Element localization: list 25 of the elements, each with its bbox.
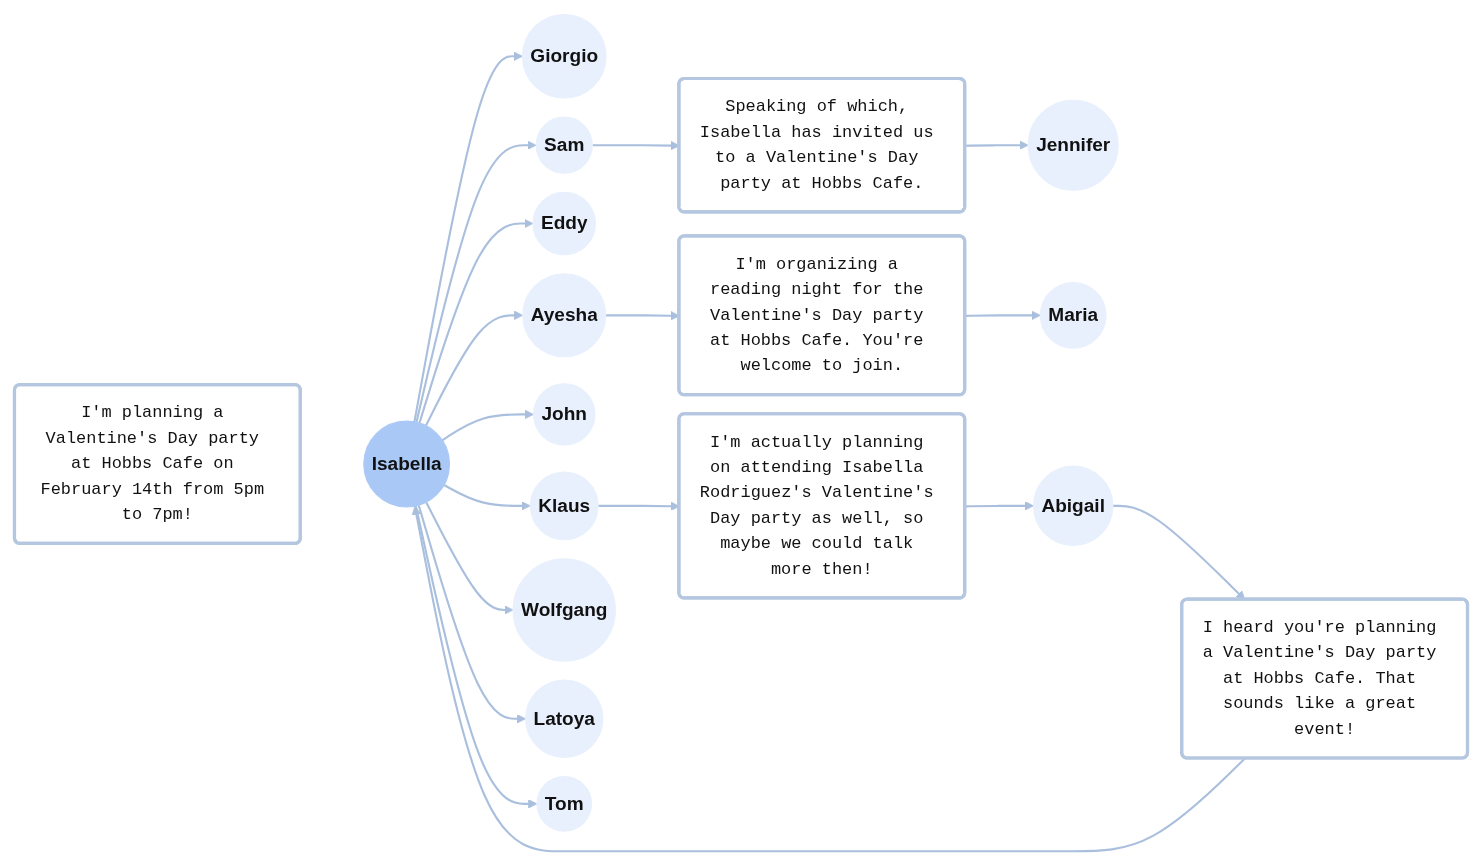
node-circle: Isabella bbox=[363, 420, 451, 508]
arrow bbox=[425, 501, 514, 615]
node-circle: Maria bbox=[1039, 282, 1107, 349]
node-circle: Wolfgang bbox=[512, 558, 616, 662]
arrow bbox=[965, 140, 1029, 150]
node-circle: Ayesha bbox=[522, 273, 607, 358]
arrow bbox=[415, 140, 537, 423]
arrow bbox=[965, 501, 1034, 511]
node-circle: Abigail bbox=[1032, 465, 1114, 547]
node-circle: Latoya bbox=[525, 679, 604, 759]
node-circle: Klaus bbox=[529, 471, 599, 541]
node-circle: Tom bbox=[536, 776, 593, 832]
node-circle: Giorgio bbox=[521, 14, 607, 99]
node-circle: Sam bbox=[535, 116, 593, 174]
arrow bbox=[414, 505, 538, 809]
arrow bbox=[443, 484, 531, 511]
arrow bbox=[417, 505, 526, 724]
arrow bbox=[418, 219, 534, 424]
arrow bbox=[441, 409, 534, 442]
node-circle: John bbox=[533, 383, 596, 446]
arrow bbox=[411, 505, 1246, 853]
arrow bbox=[965, 310, 1041, 321]
node-circle: Jennifer bbox=[1027, 99, 1119, 191]
node-circle: Eddy bbox=[532, 191, 596, 256]
arrow bbox=[413, 51, 523, 423]
